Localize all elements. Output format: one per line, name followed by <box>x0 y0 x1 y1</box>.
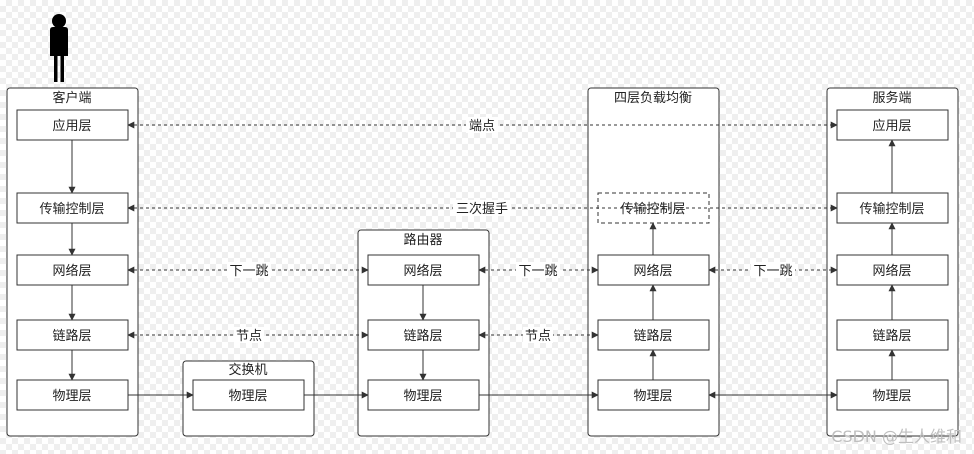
svg-text:链路层: 链路层 <box>633 328 672 344</box>
server-transport-layer: 传输控制层 <box>836 192 949 224</box>
svg-text:网络层: 网络层 <box>872 263 911 279</box>
svg-text:应用层: 应用层 <box>52 118 91 134</box>
lb-link-layer: 链路层 <box>597 319 710 351</box>
svg-text:链路层: 链路层 <box>52 328 91 344</box>
server-app-layer: 应用层 <box>836 109 949 141</box>
svg-text:链路层: 链路层 <box>403 328 442 344</box>
svg-text:节点: 节点 <box>236 329 262 344</box>
svg-text:节点: 节点 <box>525 329 551 344</box>
client-network-layer: 网络层 <box>16 254 129 286</box>
svg-text:网络层: 网络层 <box>403 263 442 279</box>
lb-physical-layer: 物理层 <box>597 379 710 411</box>
label-next-hop-3: 下一跳 <box>751 262 795 279</box>
svg-text:传输控制层: 传输控制层 <box>620 201 685 217</box>
svg-text:传输控制层: 传输控制层 <box>859 201 924 217</box>
label-handshake: 三次握手 <box>453 200 511 217</box>
svg-text:网络层: 网络层 <box>52 263 91 279</box>
label-node-2: 节点 <box>523 327 553 344</box>
client-title: 客户端 <box>52 90 91 106</box>
switch-title: 交换机 <box>228 362 267 378</box>
router-link-layer: 链路层 <box>367 319 480 351</box>
watermark: CSDN @生人维和 <box>831 427 962 446</box>
svg-text:下一跳: 下一跳 <box>753 264 792 279</box>
svg-text:下一跳: 下一跳 <box>518 264 557 279</box>
router-physical-layer: 物理层 <box>367 379 480 411</box>
server-network-layer: 网络层 <box>836 254 949 286</box>
svg-text:物理层: 物理层 <box>633 389 672 404</box>
svg-text:物理层: 物理层 <box>872 389 911 404</box>
client-link-layer: 链路层 <box>16 319 129 351</box>
client-app-layer: 应用层 <box>16 109 129 141</box>
client-transport-layer: 传输控制层 <box>16 192 129 224</box>
label-next-hop-1: 下一跳 <box>227 262 271 279</box>
svg-text:应用层: 应用层 <box>872 118 911 134</box>
client-physical-layer: 物理层 <box>16 379 129 411</box>
server-physical-layer: 物理层 <box>836 379 949 411</box>
svg-text:物理层: 物理层 <box>228 389 267 404</box>
svg-text:物理层: 物理层 <box>52 389 91 404</box>
label-endpoint: 端点 <box>466 117 498 134</box>
router-title: 路由器 <box>403 232 442 248</box>
server-title: 服务端 <box>872 90 911 106</box>
switch-physical-layer: 物理层 <box>192 379 305 411</box>
svg-text:链路层: 链路层 <box>872 328 911 344</box>
svg-text:下一跳: 下一跳 <box>229 264 268 279</box>
svg-text:传输控制层: 传输控制层 <box>39 201 104 217</box>
svg-text:端点: 端点 <box>469 119 495 134</box>
svg-text:物理层: 物理层 <box>403 389 442 404</box>
router-network-layer: 网络层 <box>367 254 480 286</box>
svg-text:三次握手: 三次握手 <box>456 201 508 217</box>
lb-title: 四层负载均衡 <box>614 91 692 106</box>
label-next-hop-2: 下一跳 <box>516 262 560 279</box>
server-link-layer: 链路层 <box>836 319 949 351</box>
svg-text:网络层: 网络层 <box>633 263 672 279</box>
lb-network-layer: 网络层 <box>597 254 710 286</box>
label-node-1: 节点 <box>234 327 264 344</box>
person-icon <box>50 14 68 82</box>
